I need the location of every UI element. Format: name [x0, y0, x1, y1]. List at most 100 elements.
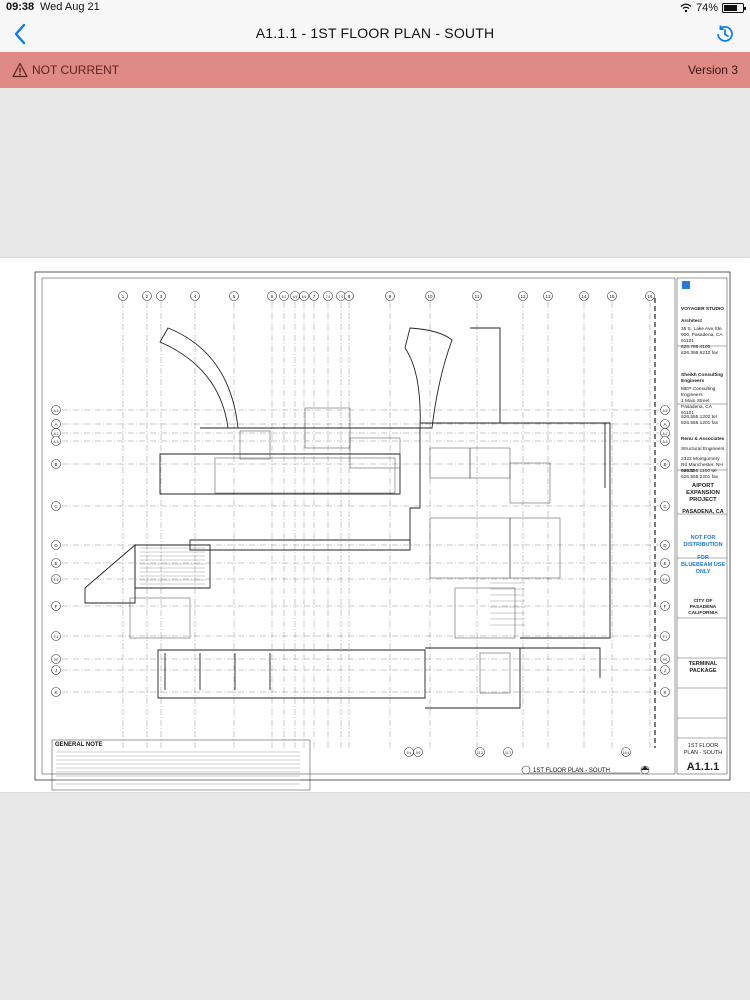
wall — [159, 453, 401, 495]
grid-bubble-row-right — [660, 665, 670, 675]
grid-label-column: 9 — [389, 294, 392, 299]
grid-bubble-row-right — [660, 558, 670, 568]
grid-label-row: C — [663, 504, 667, 509]
wall — [134, 544, 211, 589]
grid-bubble-row-left — [51, 601, 61, 611]
grid-bubble-row-right — [660, 501, 670, 511]
wall — [189, 539, 411, 551]
page-title: A1.1.1 - 1ST FLOOR PLAN - SOUTH — [255, 25, 495, 41]
grid-bubble-bottom — [475, 747, 485, 757]
grid-label-row: F.1 — [54, 635, 58, 639]
title-block: VOYAGER STUDIO Architect 35 S. Lake Ave,… — [677, 277, 727, 780]
structural-phone: 626.555.1100 tel — [681, 469, 717, 474]
wall — [420, 422, 611, 639]
chevron-left-icon — [14, 23, 26, 45]
grid-bubble-column — [190, 291, 200, 301]
distribution-notice: NOT FOR DISTRIBUTION — [683, 535, 723, 548]
grid-bubble-column — [385, 291, 395, 301]
grid-label-column: 1 — [122, 294, 125, 299]
structural-fax: 626.555.2201 fax — [681, 475, 719, 480]
bluebeam-notice: FOR BLUEBEAM USE ONLY — [681, 555, 726, 575]
grid-bubble-column — [229, 291, 239, 301]
grid-label-bottom: 15.4 — [623, 751, 629, 755]
status-bar: 09:38 Wed Aug 21 74% — [0, 0, 750, 16]
grid-label-row: A.2 — [663, 432, 668, 436]
grid-label-row: C — [54, 504, 58, 509]
grid-bubble-row-left — [51, 665, 61, 675]
room-outline — [509, 517, 561, 579]
drawing-title-marker — [521, 765, 531, 775]
grid-label-column: 15 — [609, 294, 615, 299]
sheet-name: 1ST FLOOR PLAN - SOUTH — [683, 743, 723, 756]
grid-bubble-row-right — [660, 654, 670, 664]
wall — [164, 653, 271, 690]
general-note-title: GENERAL NOTE — [55, 742, 103, 748]
grid-bubble-column — [142, 291, 152, 301]
room-outline — [509, 462, 551, 504]
grid-label-column: 6.6 — [302, 295, 307, 299]
sheet-number: A1.1.1 — [686, 761, 720, 773]
grid-bubble-row-right — [660, 540, 670, 550]
grid-label-row: J — [664, 668, 666, 673]
grid-bubble-row-left — [51, 687, 61, 697]
status-time: 09:38 — [6, 1, 35, 13]
grid-bubble-row-right — [660, 574, 670, 584]
grid-label-column: 6.2 — [282, 295, 287, 299]
grid-label-column: 6.5 — [293, 295, 298, 299]
grid-bubble-column — [323, 291, 333, 301]
nav-bar: A1.1.1 - 1ST FLOOR PLAN - SOUTH — [0, 16, 750, 52]
grid-label-column: 6 — [271, 294, 274, 299]
grid-bubble-row-right — [660, 405, 670, 415]
grid-label-row: H — [663, 657, 666, 662]
structural-role: Structural Engineers — [681, 447, 725, 452]
grid-label-column: 14 — [581, 294, 587, 299]
grid-bubble-row-left — [51, 654, 61, 664]
architect-phone: 626.786.4100 — [681, 345, 711, 350]
grid-label-row: F — [55, 604, 58, 609]
wifi-icon — [680, 3, 692, 13]
wall — [84, 544, 136, 604]
version-banner: NOT CURRENT Version 3 — [0, 52, 750, 88]
room-outline — [429, 517, 511, 579]
grid-label-row: E — [54, 561, 57, 566]
grid-label-row: A.5 — [54, 409, 59, 413]
grid-label-column: 10 — [427, 294, 433, 299]
grid-label-bottom: 9.4 — [407, 751, 412, 755]
mep-phone: 626.555.1202 tel — [681, 415, 717, 420]
grid-bubble-row-right — [660, 601, 670, 611]
company-logo — [682, 281, 690, 289]
grid-label-row: A — [663, 422, 666, 427]
project-name: AIPORT EXPANSION PROJECT — [686, 483, 720, 503]
grid-bubble-column — [579, 291, 589, 301]
grid-bubble-bottom — [413, 747, 423, 757]
mep-address: 1 Main Street Pasadena, CA 91101 — [681, 399, 712, 416]
grid-label-column: 7.6 — [339, 295, 344, 299]
history-button[interactable] — [714, 23, 736, 45]
not-current-label: NOT CURRENT — [32, 63, 120, 77]
back-button[interactable] — [6, 20, 34, 48]
drawing-title: 1ST FLOOR PLAN - SOUTH — [533, 768, 610, 774]
architect-role: Architect — [681, 319, 702, 324]
mep-name: Sheikh Consulting Engineers — [681, 373, 724, 384]
sheet-border — [34, 271, 731, 781]
grid-label-row: D — [54, 543, 58, 548]
grid-bubble-column — [267, 291, 277, 301]
grid-label-column: 7 — [313, 294, 316, 299]
version-label[interactable]: Version 3 — [687, 63, 738, 77]
grid-bubble-column — [607, 291, 617, 301]
grid-bubble-column — [543, 291, 553, 301]
grid-bubble-row-right — [660, 687, 670, 697]
wall — [157, 649, 426, 699]
grid-bubble-column — [518, 291, 528, 301]
grid-label-row: F — [664, 604, 667, 609]
grid-label-column: 7.4 — [326, 295, 331, 299]
wall — [404, 327, 453, 429]
grid-bubble-column — [279, 291, 289, 301]
grid-label-column: 2 — [146, 294, 149, 299]
architect-name: VOYAGER STUDIO — [681, 307, 725, 312]
drawing-area-border — [41, 277, 676, 775]
grid-bubble-bottom — [621, 747, 631, 757]
grid-label-column: 16 — [647, 294, 653, 299]
